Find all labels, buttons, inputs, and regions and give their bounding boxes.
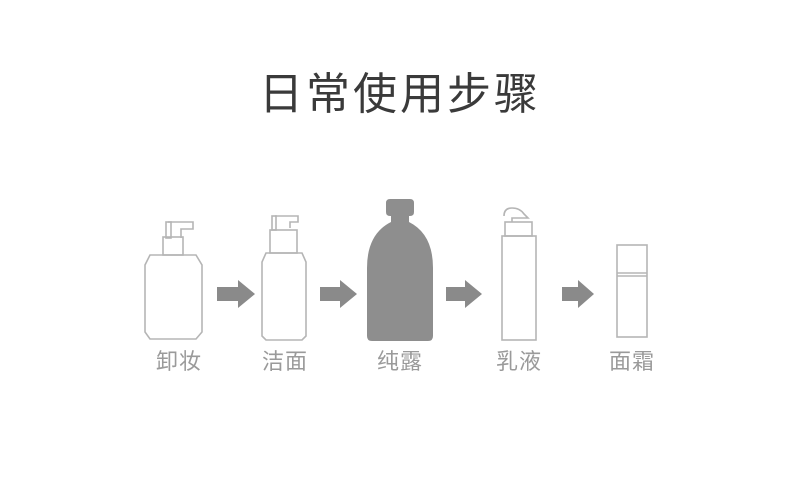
toner-bottle-icon (367, 199, 433, 341)
cream-bottle-icon (616, 244, 648, 338)
arrow-icon (562, 280, 594, 308)
remover-pump-bottle-icon (144, 221, 203, 340)
arrow-icon (217, 280, 255, 308)
arrow-icon (446, 280, 482, 308)
lotion-bottle-icon (501, 207, 537, 341)
cleanser-pump-bottle-icon (261, 215, 307, 341)
step-label-remover: 卸妆 (155, 350, 202, 375)
step-label-lotion: 乳液 (495, 350, 542, 375)
step-label-cleanser: 洁面 (261, 350, 308, 375)
step-label-cream: 面霜 (608, 350, 655, 375)
page-title: 日常使用步骤 (259, 69, 541, 120)
arrow-icon (320, 280, 357, 308)
step-label-toner: 纯露 (376, 350, 423, 375)
